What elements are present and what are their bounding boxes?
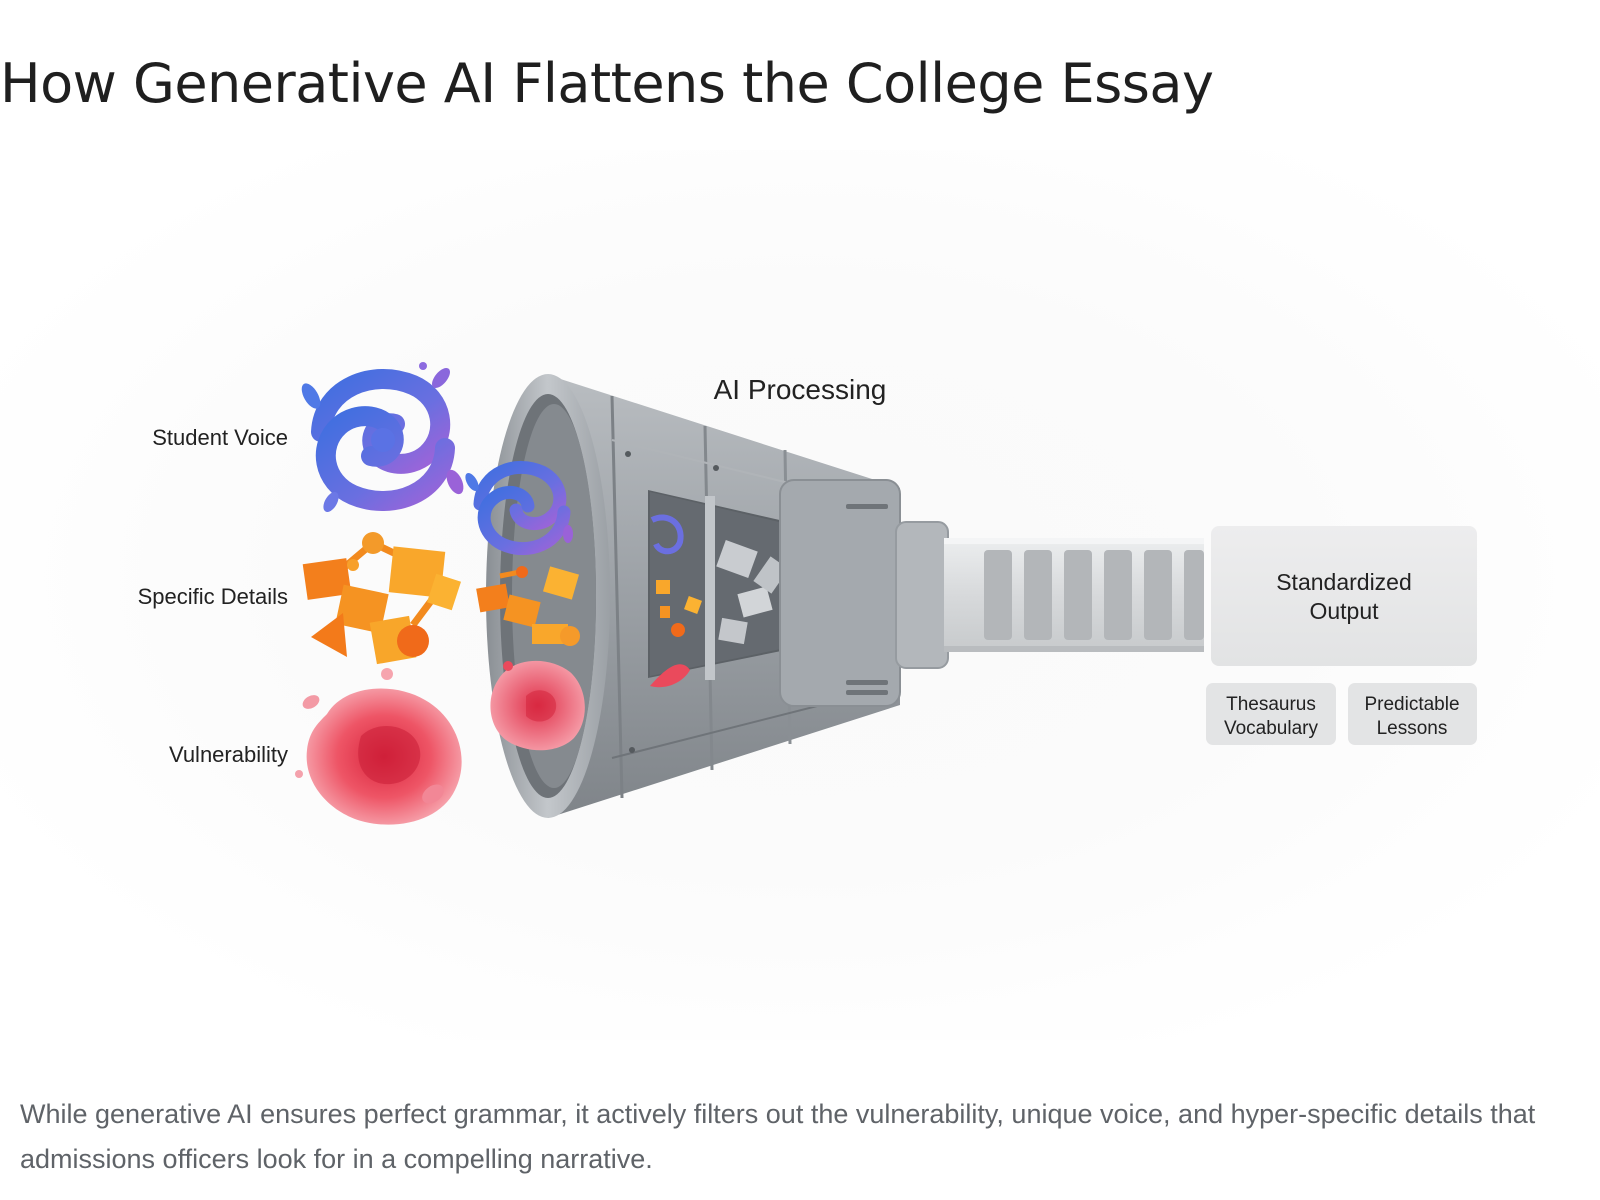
swirl-icon bbox=[301, 362, 464, 512]
output-label-line1: Standardized bbox=[1276, 569, 1412, 595]
entering-swirl bbox=[465, 461, 573, 555]
tag-label-line2: Vocabulary bbox=[1224, 718, 1319, 739]
funnel-icon bbox=[486, 374, 949, 818]
process-label: AI Processing bbox=[714, 374, 887, 405]
output-label-line2: Output bbox=[1309, 598, 1379, 624]
tag-label-line1: Predictable bbox=[1364, 694, 1459, 715]
page-title: How Generative AI Flattens the College E… bbox=[0, 52, 1214, 115]
figure-caption: While generative AI ensures perfect gram… bbox=[20, 1099, 1536, 1174]
output-box: Standardized Output bbox=[1211, 526, 1477, 666]
tag-label-line1: Thesaurus bbox=[1226, 694, 1316, 715]
conveyor-icon bbox=[944, 538, 1204, 652]
input-label-vulnerability: Vulnerability bbox=[169, 742, 288, 767]
output-tag-thesaurus-vocabulary: Thesaurus Vocabulary bbox=[1206, 683, 1336, 745]
geometric-shapes-icon bbox=[302, 532, 461, 665]
input-label-student-voice: Student Voice bbox=[152, 425, 288, 450]
input-label-specific-details: Specific Details bbox=[138, 584, 288, 609]
entering-shapes bbox=[476, 566, 580, 646]
diagram-figure: Student Voice Specific Details Vulnerabi… bbox=[0, 150, 1600, 1040]
output-tag-predictable-lessons: Predictable Lessons bbox=[1348, 683, 1477, 745]
blob-icon bbox=[295, 668, 462, 825]
tag-label-line2: Lessons bbox=[1377, 718, 1448, 739]
diagram-canvas: Student Voice Specific Details Vulnerabi… bbox=[138, 362, 1477, 825]
entering-blob bbox=[490, 660, 585, 751]
